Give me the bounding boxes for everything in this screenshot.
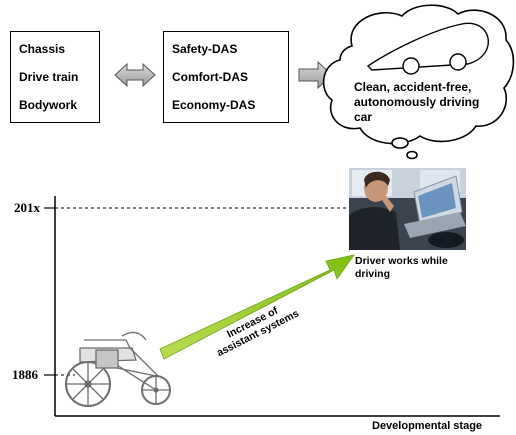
increase-arrow bbox=[159, 254, 355, 360]
x-axis-label: Developmental stage bbox=[372, 420, 483, 432]
bodywork-label: Bodywork bbox=[19, 98, 78, 112]
y-label-201x: 201x bbox=[14, 200, 40, 215]
double-arrow-icon bbox=[114, 62, 156, 88]
photo-caption-line-2: driving bbox=[355, 268, 391, 280]
economy-das-label: Economy-DAS bbox=[172, 98, 256, 112]
photo-caption: Driver works while driving bbox=[355, 255, 448, 281]
cloud-text: Clean, accident-free, autonomously drivi… bbox=[354, 80, 479, 125]
comfort-das-label: Comfort-DAS bbox=[172, 70, 248, 84]
components-box: Chassis Drive train Bodywork bbox=[10, 31, 100, 123]
cloud-text-line-1: Clean, accident-free, bbox=[354, 80, 472, 94]
das-box: Safety-DAS Comfort-DAS Economy-DAS bbox=[163, 31, 289, 123]
old-car-illustration bbox=[65, 331, 171, 407]
car-sketch-icon bbox=[366, 22, 489, 75]
cloud-text-line-2: autonomously driving bbox=[354, 95, 480, 109]
thought-cloud bbox=[322, 4, 515, 160]
chassis-label: Chassis bbox=[19, 42, 66, 56]
drive-train-label: Drive train bbox=[19, 70, 79, 84]
safety-das-label: Safety-DAS bbox=[172, 42, 238, 56]
photo-caption-line-1: Driver works while bbox=[355, 255, 448, 267]
driver-photo bbox=[349, 168, 466, 250]
y-label-1886: 1886 bbox=[12, 367, 38, 382]
cloud-text-line-3: car bbox=[354, 110, 373, 124]
